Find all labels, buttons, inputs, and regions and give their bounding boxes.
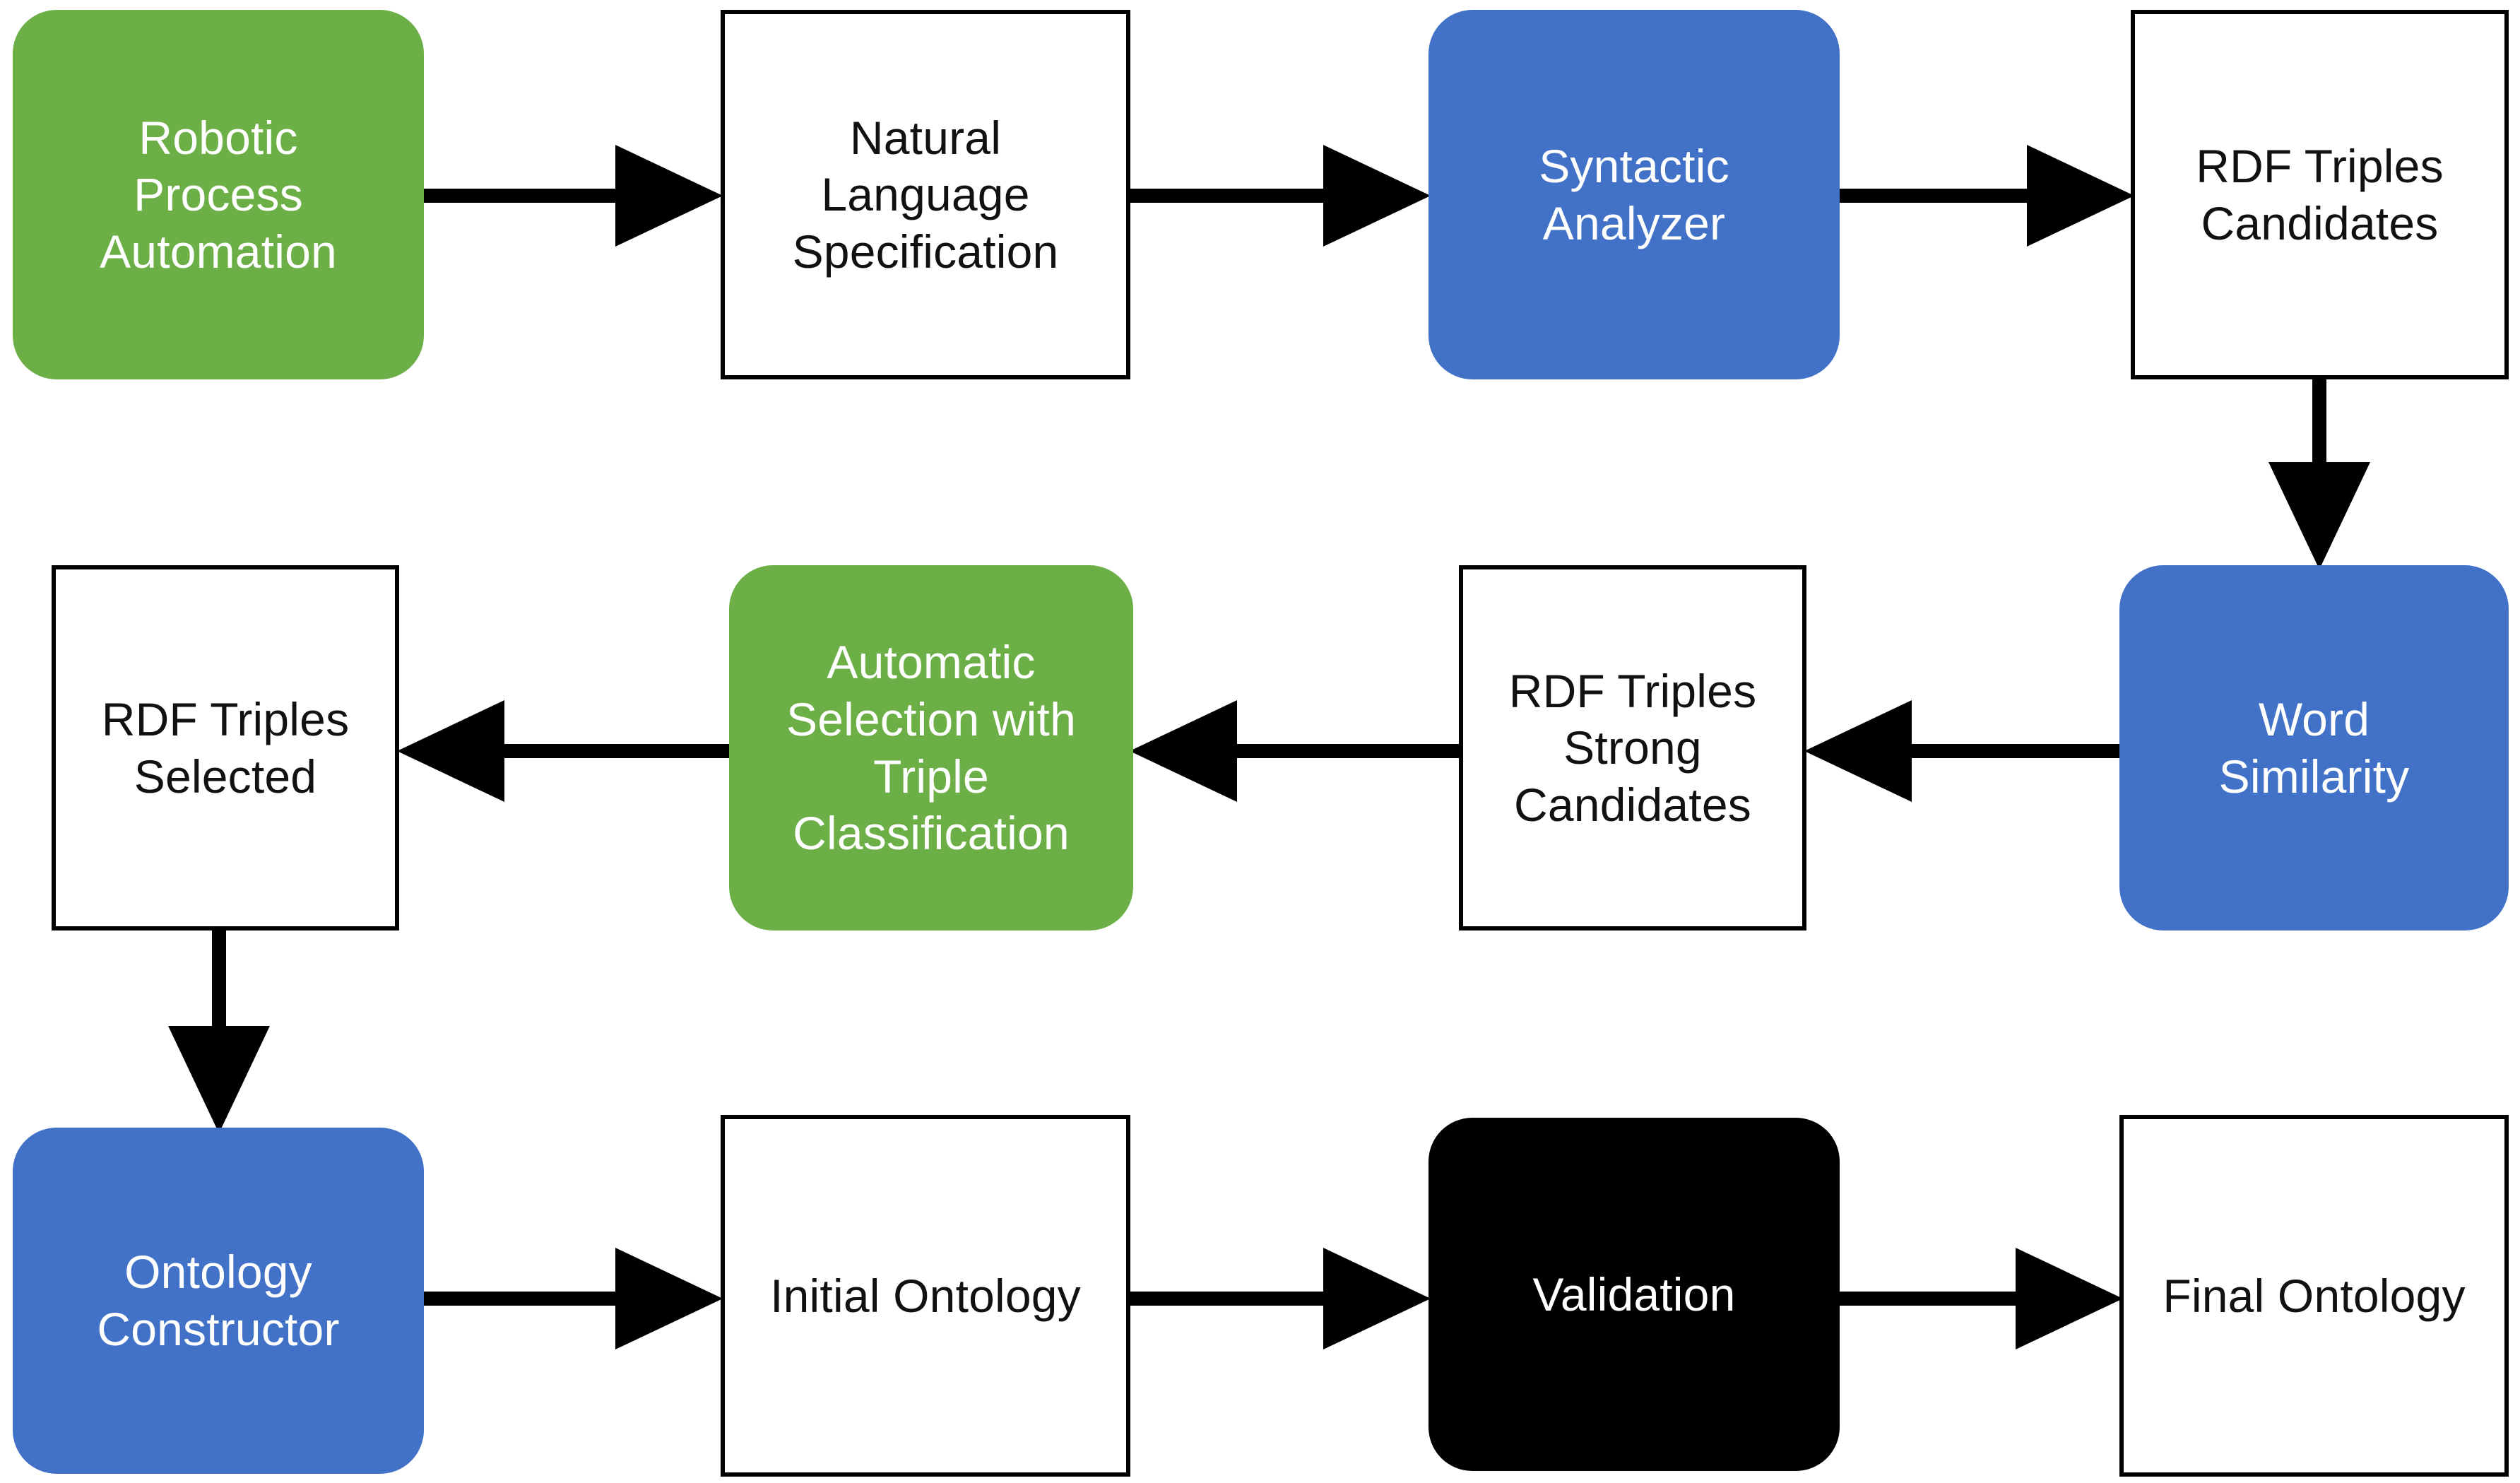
- node-label: Final Ontology: [2163, 1269, 2466, 1322]
- node-rdf-triples-candidates[interactable]: RDF Triples Candidates: [2131, 10, 2509, 379]
- node-final-ontology[interactable]: Final Ontology: [2119, 1115, 2509, 1477]
- node-rdf-triples-strong-candidates[interactable]: RDF Triples Strong Candidates: [1459, 565, 1806, 930]
- node-label: RDF Triples Selected: [101, 692, 350, 803]
- node-syntactic-analyzer[interactable]: Syntactic Analyzer: [1428, 10, 1840, 379]
- node-word-similarity[interactable]: Word Similarity: [2119, 565, 2509, 930]
- node-label: RDF Triples Candidates: [2196, 139, 2444, 249]
- node-initial-ontology[interactable]: Initial Ontology: [721, 1115, 1130, 1477]
- node-label: RDF Triples Strong Candidates: [1508, 664, 1757, 831]
- node-label: Automatic Selection with Triple Classifi…: [786, 636, 1076, 860]
- node-label: Syntactic Analyzer: [1539, 139, 1729, 249]
- node-robotic-process-automation[interactable]: Robotic Process Automation: [13, 10, 424, 379]
- node-label: Robotic Process Automation: [100, 111, 337, 278]
- node-label: Ontology Constructor: [97, 1246, 340, 1355]
- node-validation[interactable]: Validation: [1428, 1118, 1840, 1471]
- node-ontology-constructor[interactable]: Ontology Constructor: [13, 1128, 424, 1474]
- node-rdf-triples-selected[interactable]: RDF Triples Selected: [52, 565, 399, 930]
- node-label: Natural Language Specification: [792, 111, 1059, 278]
- node-automatic-selection-with-triple-classification[interactable]: Automatic Selection with Triple Classifi…: [729, 565, 1133, 930]
- node-natural-language-specification[interactable]: Natural Language Specification: [721, 10, 1130, 379]
- node-label: Validation: [1532, 1268, 1736, 1320]
- node-label: Word Similarity: [2218, 692, 2410, 803]
- node-label: Initial Ontology: [770, 1269, 1081, 1322]
